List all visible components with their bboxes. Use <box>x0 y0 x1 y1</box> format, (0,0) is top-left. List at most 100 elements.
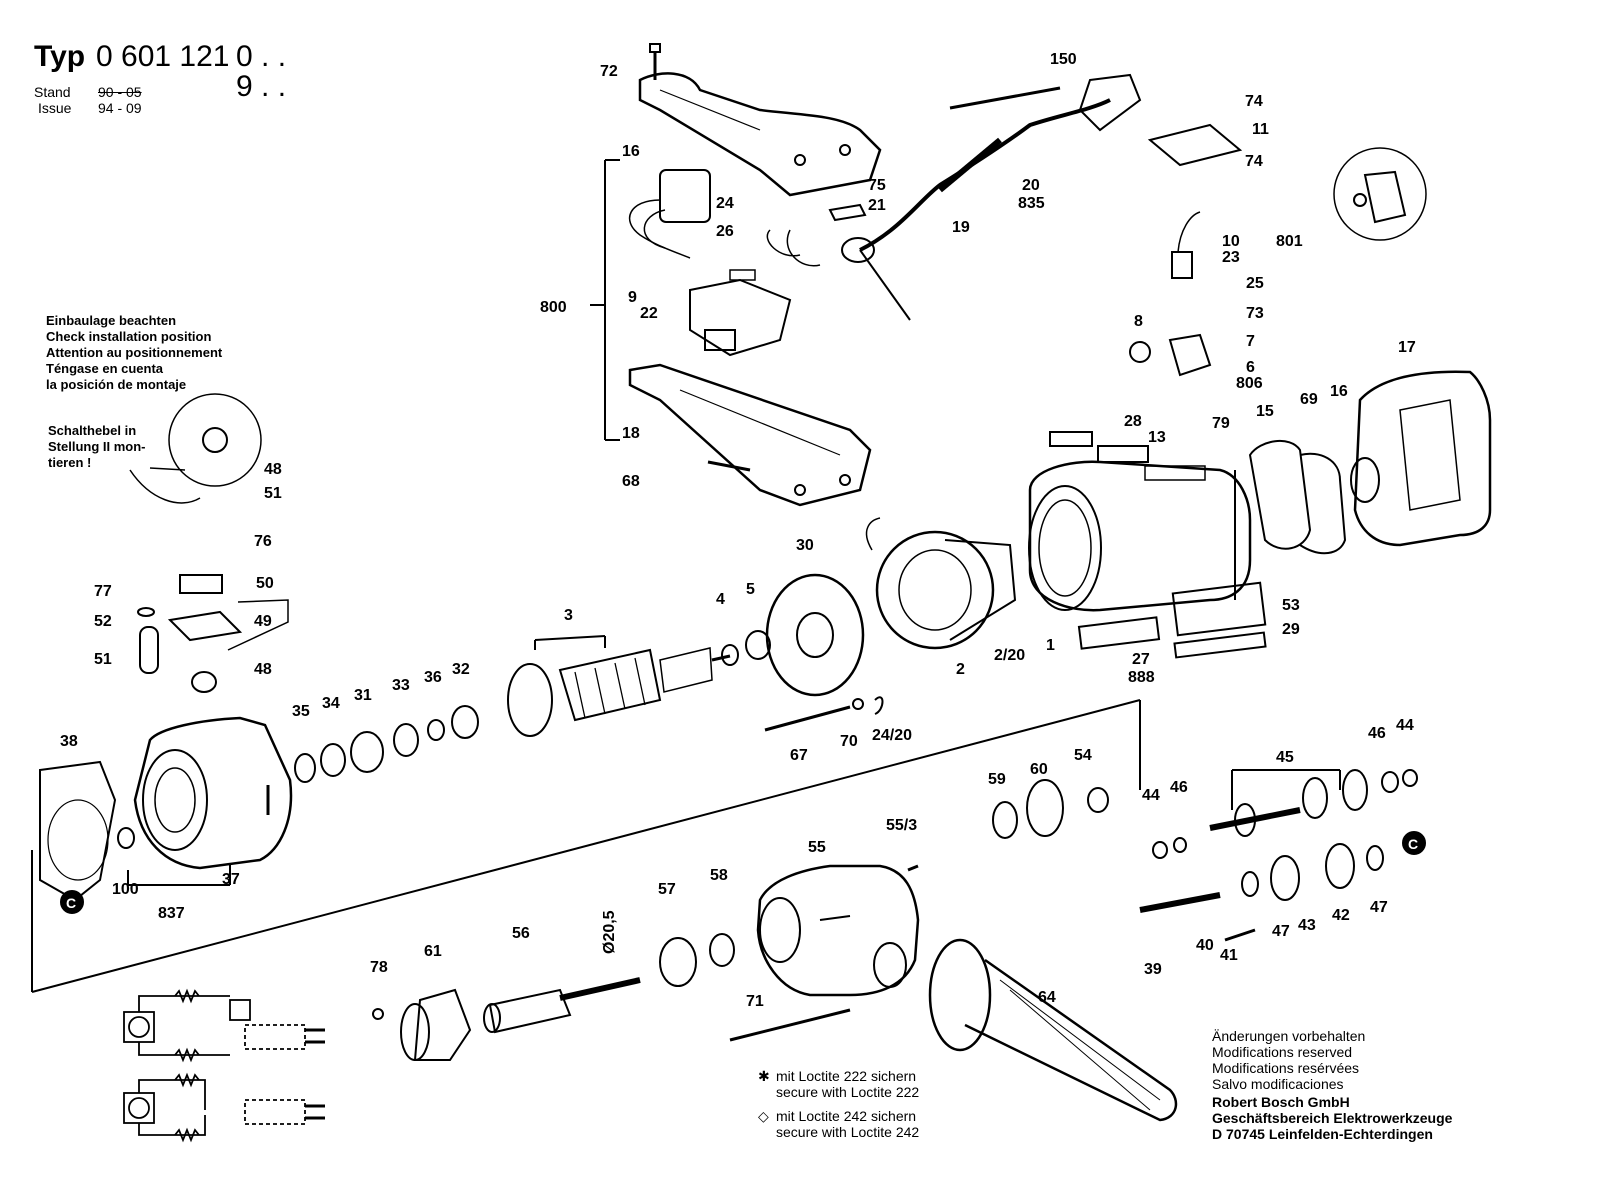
rear-cap-17 <box>1350 370 1492 547</box>
callout-30: 30 <box>796 537 814 554</box>
detent-51 <box>139 626 159 674</box>
callout-60: 60 <box>1030 761 1048 778</box>
gasket-38 <box>39 760 117 902</box>
loctite-242-symbol: ◇ <box>758 1108 769 1124</box>
bearing-31 <box>350 731 384 773</box>
callout-44-right: 44 <box>1396 717 1414 734</box>
callout-58: 58 <box>710 867 728 884</box>
bushing-100 <box>117 827 135 849</box>
armature-3 <box>507 647 731 737</box>
install-note-line-2: Check installation position <box>46 329 212 344</box>
callout-23: 23 <box>1222 249 1240 266</box>
callout-71: 71 <box>746 993 764 1010</box>
callout-26: 26 <box>716 223 734 240</box>
loctite-242-en: secure with Loctite 242 <box>776 1124 920 1140</box>
gear-assembly <box>1139 769 1418 942</box>
callout-31: 31 <box>354 687 372 704</box>
callout-33: 33 <box>392 677 410 694</box>
callout-888: 888 <box>1128 669 1155 686</box>
gear-60 <box>1026 779 1064 837</box>
callout-77: 77 <box>94 583 112 600</box>
bearing-44b <box>1402 769 1418 787</box>
wiring-diagram-1 <box>123 988 325 1063</box>
ring-35 <box>294 753 316 783</box>
gear-45b <box>1342 769 1368 811</box>
ring-46 <box>1173 837 1187 853</box>
install-note-line-3: Attention au positionnement <box>46 345 223 360</box>
handle-lower-part <box>628 363 872 507</box>
fan-30 <box>765 573 865 697</box>
callout-54: 54 <box>1074 747 1092 764</box>
reference-c-left-label: C <box>66 895 76 911</box>
callout-32: 32 <box>452 661 470 678</box>
callout-51: 51 <box>94 651 112 668</box>
seal-59 <box>992 801 1018 839</box>
end-cover-15 <box>1248 439 1347 555</box>
callout-15: 15 <box>1256 403 1274 420</box>
chuck-61 <box>400 988 472 1061</box>
handle-upper-part <box>638 72 882 197</box>
callout-36: 36 <box>424 669 442 686</box>
ring-36 <box>427 719 445 741</box>
capacitor-24 <box>628 169 711 259</box>
bearing-57 <box>659 937 697 987</box>
callout-57: 57 <box>658 881 676 898</box>
callout-10: 10 <box>1222 233 1240 250</box>
power-cable <box>766 73 1142 321</box>
callout-3: 3 <box>564 607 573 624</box>
callout-19: 19 <box>952 219 970 236</box>
variant-2: 9 . . <box>236 70 287 103</box>
callout-68: 68 <box>622 473 640 490</box>
gear-43 <box>1270 855 1300 901</box>
company-division: Geschäftsbereich Elektrowerkzeuge <box>1212 1110 1453 1126</box>
ring-46b <box>1381 771 1399 793</box>
clip-24-20 <box>874 696 884 715</box>
callout-8: 8 <box>1134 313 1143 330</box>
callout-61: 61 <box>424 943 442 960</box>
bearing-32 <box>451 705 479 739</box>
callout-6: 6 <box>1246 359 1255 376</box>
gear-housing-37 <box>133 716 293 870</box>
bearing-5 <box>745 630 771 660</box>
callout-53: 53 <box>1282 597 1300 614</box>
callout-150: 150 <box>1050 51 1077 68</box>
ring-34 <box>320 743 346 777</box>
ring-33 <box>393 723 419 757</box>
callout-34: 34 <box>322 695 340 712</box>
label-13 <box>1097 445 1149 463</box>
callout-67: 67 <box>790 747 808 764</box>
install-note-line-4: Téngase en cuenta <box>46 361 164 376</box>
reference-mark-c-right <box>1402 831 1426 855</box>
wiring-diagram-2 <box>123 1072 325 1143</box>
callout-37: 37 <box>222 871 240 888</box>
screw-68 <box>707 460 751 472</box>
loctite-222-en: secure with Loctite 222 <box>776 1084 920 1100</box>
issue-value: 94 - 09 <box>98 100 142 116</box>
callout-35: 35 <box>292 703 310 720</box>
callout-79: 79 <box>1212 415 1230 432</box>
screw-78 <box>372 1008 384 1020</box>
callout-22: 22 <box>640 305 658 322</box>
callout-74-top: 74 <box>1245 93 1263 110</box>
callout-1: 1 <box>1046 637 1055 654</box>
plate-49 <box>167 610 243 642</box>
spring-41 <box>1224 928 1256 942</box>
modification-de: Änderungen vorbehalten <box>1212 1028 1366 1044</box>
install-note-line-5: la posición de montaje <box>46 377 187 392</box>
modification-es: Salvo modificaciones <box>1212 1076 1344 1092</box>
brush-holder-806 <box>1129 333 1212 377</box>
callout-45: 45 <box>1276 749 1294 766</box>
callout-55-3: 55/3 <box>886 817 917 834</box>
callout-27: 27 <box>1132 651 1150 668</box>
side-handle-64 <box>928 938 1178 1122</box>
circlip-58 <box>709 933 735 967</box>
callout-46: 46 <box>1170 779 1188 796</box>
callout-diameter-20-5: Ø20,5 <box>601 910 618 954</box>
screw-71 <box>729 1008 851 1042</box>
callout-70: 70 <box>840 733 858 750</box>
plate-29 <box>1173 631 1267 659</box>
washer-70 <box>852 698 864 710</box>
callout-28: 28 <box>1124 413 1142 430</box>
